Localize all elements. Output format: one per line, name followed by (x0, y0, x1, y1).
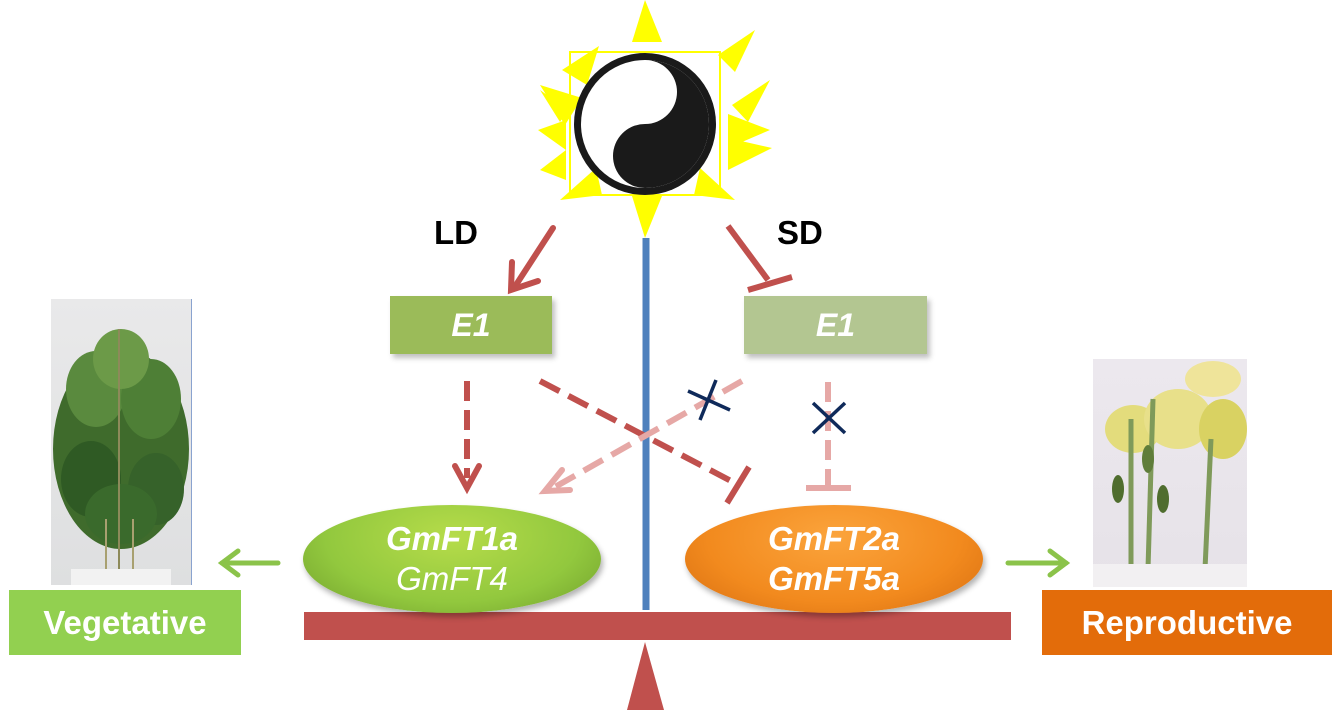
sun-icon (538, 0, 772, 238)
e1-node-sd: E1 (744, 296, 927, 354)
plant-foliage (1093, 361, 1247, 587)
gene-gmft5a: GmFT5a (767, 560, 901, 597)
sd-e1-inhibits-gmft2a-faded (806, 382, 851, 491)
sun-ray (732, 80, 770, 122)
gmft1a-gmft4-group: GmFT1a GmFT4 (303, 505, 601, 613)
gene-gmft1a: GmFT1a (385, 520, 519, 557)
sd-inhibition-arrow (725, 224, 793, 293)
sun-ray (540, 150, 566, 180)
e1-node-ld: E1 (390, 296, 552, 354)
gmft2a-gmft5a-group: GmFT2a GmFT5a (685, 505, 983, 613)
sun-ray (728, 138, 772, 170)
vegetative-plant-photo (51, 299, 192, 585)
gene-gmft4: GmFT4 (396, 560, 508, 597)
balance-fulcrum (627, 642, 664, 710)
sun-ray (694, 168, 735, 200)
long-day-label: LD (434, 214, 478, 251)
sun-ray (540, 90, 568, 122)
reproductive-plant-photo (1093, 359, 1247, 587)
vegetative-label: Vegetative (9, 590, 241, 655)
sun-ray (632, 0, 662, 42)
sd-e1-to-gmft1a-faded-arrow (538, 378, 744, 495)
sun-ray (562, 46, 599, 85)
to-vegetative-arrow (217, 548, 281, 578)
gene-gmft2a: GmFT2a (767, 520, 901, 557)
sun-ray (538, 120, 566, 150)
balance-beam (304, 612, 1011, 640)
plant-foliage (53, 329, 189, 585)
e1-to-gmft1a-arrow (452, 381, 482, 495)
e1-inhibits-gmft2a-line (538, 378, 752, 505)
block-x-icon (811, 401, 847, 435)
reproductive-label: Reproductive (1042, 590, 1332, 655)
to-reproductive-arrow (1005, 548, 1071, 578)
sun-ray (632, 196, 662, 238)
short-day-label: SD (777, 214, 823, 251)
ld-activation-arrow (507, 225, 556, 295)
sun-ray (718, 30, 755, 72)
sun-ray (728, 114, 770, 148)
block-x-icon (687, 379, 731, 421)
yin-yang-icon (574, 53, 716, 195)
